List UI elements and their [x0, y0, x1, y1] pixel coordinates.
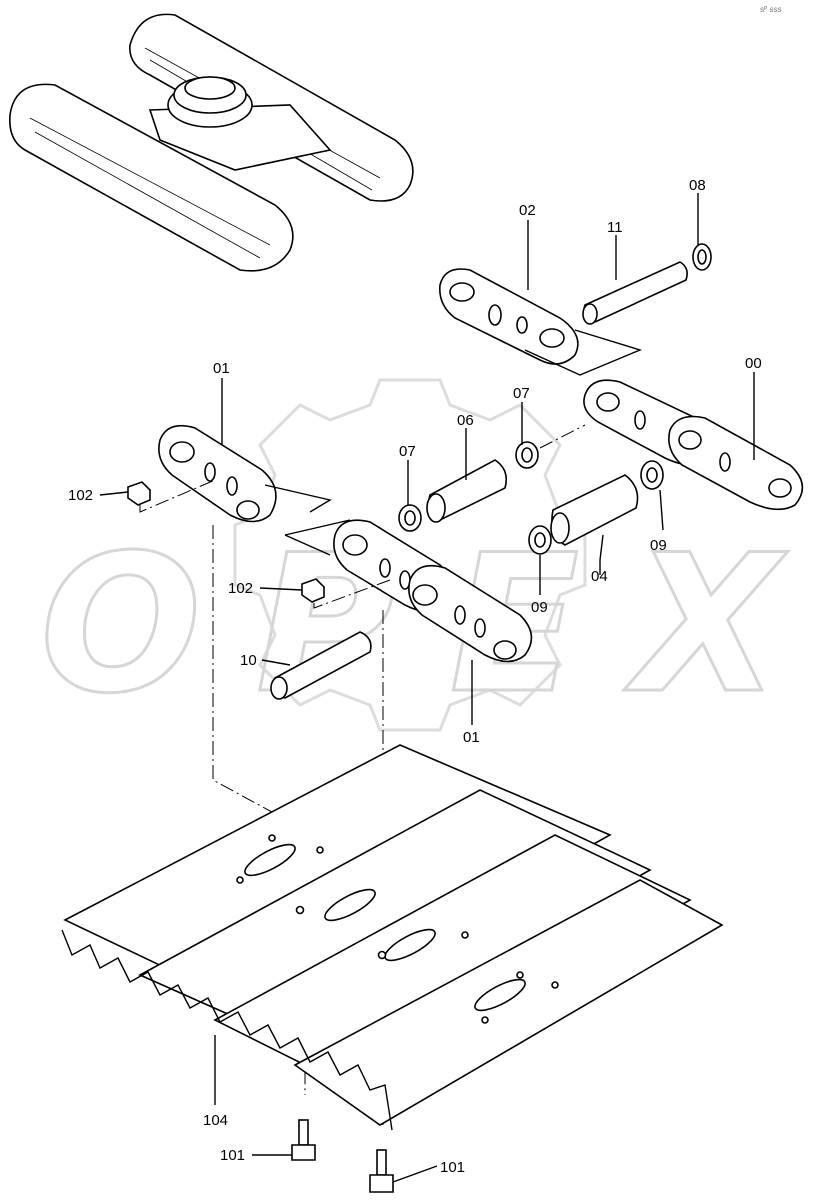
label-04: 04	[591, 568, 608, 585]
track-shoe-4	[293, 879, 724, 1126]
bushing-04	[550, 474, 639, 546]
label-10: 10	[240, 652, 257, 669]
label-104: 104	[203, 1112, 228, 1129]
label-09-left: 09	[531, 599, 548, 616]
bolt-101-right	[369, 1149, 394, 1193]
seal-09-right	[640, 460, 664, 490]
label-01-bottom: 01	[463, 729, 480, 746]
label-02: 02	[519, 202, 536, 219]
bushing-06	[426, 459, 508, 523]
link-01-middle	[333, 519, 533, 663]
undercarriage-illustration	[8, 13, 414, 272]
seal-07-left	[398, 504, 422, 532]
label-00: 00	[745, 355, 762, 372]
pin-11	[582, 261, 688, 325]
watermark-text: OPEX	[40, 514, 789, 735]
bolt-101-left	[291, 1119, 316, 1161]
label-11: 11	[607, 219, 623, 236]
corner-mark: sᴾ sss	[760, 5, 782, 14]
label-08: 08	[689, 177, 706, 194]
leader-lines	[99, 193, 755, 1183]
label-06: 06	[457, 412, 474, 429]
nut-102-middle	[301, 578, 391, 609]
front-track	[8, 83, 294, 272]
link-01-left	[158, 424, 277, 523]
label-102-middle: 102	[228, 580, 253, 597]
label-01-top: 01	[213, 360, 230, 377]
label-101-left: 101	[220, 1147, 245, 1164]
nut-102-top	[127, 479, 216, 513]
label-102-top: 102	[68, 487, 93, 504]
label-09-right: 09	[650, 537, 667, 554]
pin-10	[270, 631, 372, 700]
part-labels: 02 11 08 00 01 102 06 07 07 09 04 09 102…	[68, 177, 762, 1176]
track-shoe-assembly-104	[61, 744, 724, 1131]
watermark-gear	[233, 378, 587, 732]
seal-09-left	[528, 525, 552, 555]
circlip-08	[692, 243, 712, 271]
label-07-left: 07	[399, 443, 416, 460]
link-assembly-00	[583, 379, 804, 511]
master-link-02	[438, 268, 643, 376]
label-101-right: 101	[440, 1159, 465, 1176]
seal-07-right	[515, 441, 539, 469]
label-07-right: 07	[513, 385, 530, 402]
